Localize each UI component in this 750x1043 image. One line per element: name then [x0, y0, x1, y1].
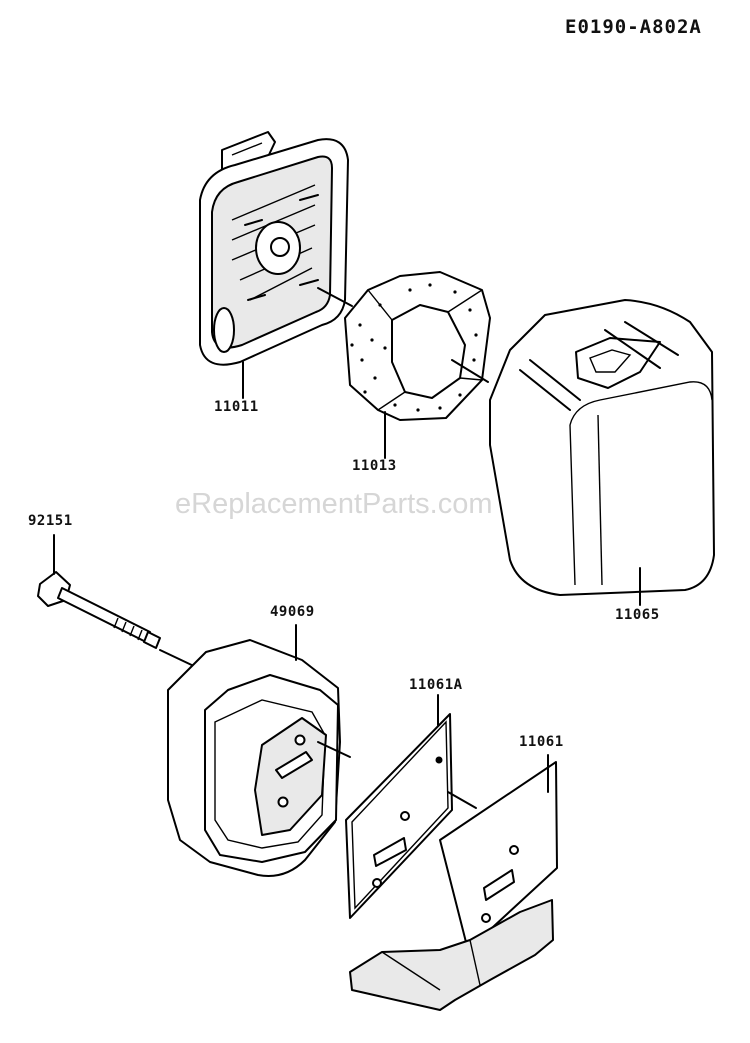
guide-line-base-to-filter [317, 287, 353, 307]
air-cleaner-cover-drawing [489, 299, 715, 596]
part-label-11013[interactable]: 11013 [352, 458, 397, 474]
filter-element-drawing [344, 271, 491, 421]
watermark-text: eReplacementParts.com [175, 488, 493, 520]
guide-line-muffler-to-gasket [317, 741, 351, 758]
bolt-drawing [37, 571, 161, 649]
part-label-11011[interactable]: 11011 [214, 399, 259, 415]
muffler-drawing [167, 639, 341, 877]
guide-line-gasket-to-plate [447, 791, 477, 809]
part-label-11065[interactable]: 11065 [615, 607, 660, 623]
part-label-49069[interactable]: 49069 [270, 604, 315, 620]
air-cleaner-base-drawing [199, 131, 349, 366]
part-label-11061a[interactable]: 11061A [409, 677, 463, 693]
gasket-drawing [345, 713, 453, 919]
part-label-11061[interactable]: 11061 [519, 734, 564, 750]
guide-line-filter-to-cover [451, 359, 489, 383]
plate-drawing [349, 761, 558, 1011]
diagram-code: E0190-A802A [565, 16, 702, 38]
part-label-92151[interactable]: 92151 [28, 513, 73, 529]
